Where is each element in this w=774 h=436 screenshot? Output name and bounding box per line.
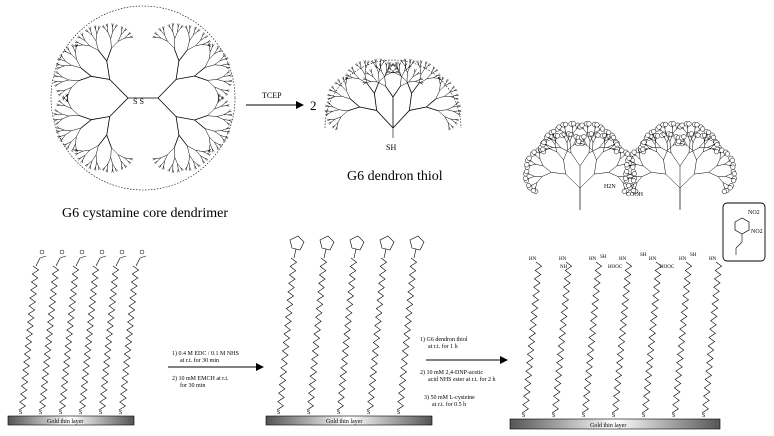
svg-text:S: S bbox=[672, 413, 675, 419]
gold-substrate-3: Gold thin layer bbox=[509, 418, 721, 430]
ss-bond-label: S S bbox=[133, 97, 144, 106]
stoichiometry-label: 2 bbox=[310, 98, 317, 113]
svg-text:S: S bbox=[612, 413, 615, 419]
svg-text:S: S bbox=[367, 410, 370, 416]
tcep-label: TCEP bbox=[262, 91, 282, 100]
svg-text:S: S bbox=[582, 413, 585, 419]
svg-text:NH: NH bbox=[560, 265, 568, 270]
dendron-branches bbox=[324, 58, 462, 131]
no2-label-b: NO2 bbox=[751, 229, 763, 235]
svg-text:SH: SH bbox=[600, 255, 607, 260]
dnp-inset: NO2 NO2 bbox=[722, 202, 766, 262]
gold-label-2: Gold thin layer bbox=[326, 419, 362, 425]
svg-text:S: S bbox=[307, 410, 310, 416]
sam-panel-cooh: S S S S S S Gold thin layer bbox=[7, 249, 147, 426]
svg-text:S: S bbox=[702, 413, 705, 419]
step1-arrow: 1) 0.4 M EDC / 0.1 M NHS at r.t. for 30 … bbox=[168, 350, 264, 389]
svg-text:SH: SH bbox=[640, 253, 647, 258]
step2-line3: 2) 10 mM 2,4-DNP-acetic bbox=[420, 369, 483, 376]
step1-line1: 1) 0.4 M EDC / 0.1 M NHS bbox=[172, 350, 239, 357]
step2-line4: acid NHS ester at r.t. for 2 h bbox=[428, 376, 495, 383]
tcep-arrow: TCEP bbox=[246, 91, 304, 109]
g6-dendron-thiol: SH bbox=[324, 58, 462, 152]
svg-text:S: S bbox=[119, 410, 122, 416]
no2-label-a: NO2 bbox=[748, 210, 760, 216]
svg-text:S: S bbox=[19, 410, 22, 416]
svg-text:HN: HN bbox=[709, 257, 717, 262]
bead-dendron bbox=[522, 121, 638, 210]
dendrimer-branches bbox=[53, 23, 233, 173]
svg-text:S: S bbox=[397, 410, 400, 416]
step1-line4: for 30 min bbox=[180, 382, 205, 389]
svg-text:HOOC: HOOC bbox=[660, 265, 675, 270]
svg-text:S: S bbox=[642, 413, 645, 419]
svg-text:S: S bbox=[79, 410, 82, 416]
dendron-sh-label: SH bbox=[386, 143, 396, 152]
step1-line3: 2) 10 mM EMCH at r.t. bbox=[172, 375, 229, 382]
svg-text:HN: HN bbox=[649, 257, 657, 262]
svg-text:HN: HN bbox=[559, 257, 567, 262]
dendron-thiol-label: G6 dendron thiol bbox=[347, 169, 443, 184]
sam-panel-maleimide: S S S S S Gold thin layer bbox=[265, 235, 433, 426]
svg-text:S: S bbox=[39, 410, 42, 416]
svg-text:HN: HN bbox=[529, 257, 537, 262]
gold-label-3: Gold thin layer bbox=[590, 423, 626, 429]
step2-arrow: 1) G6 dendron thiol at r.t. for 1 h 2) 1… bbox=[420, 336, 508, 408]
gold-label-1: Gold thin layer bbox=[47, 419, 83, 425]
svg-text:S: S bbox=[277, 410, 280, 416]
svg-text:HOOC: HOOC bbox=[608, 265, 623, 270]
cystamine-core-dendrimer: S S bbox=[50, 5, 236, 191]
svg-text:S: S bbox=[59, 410, 62, 416]
step2-line2: at r.t. for 1 h bbox=[428, 343, 458, 350]
svg-text:HN: HN bbox=[619, 257, 627, 262]
step2-line1: 1) G6 dendron thiol bbox=[420, 336, 468, 343]
svg-text:HN: HN bbox=[679, 257, 687, 262]
gold-substrate-1: Gold thin layer bbox=[7, 415, 135, 426]
svg-text:S: S bbox=[522, 413, 525, 419]
gold-substrate-2: Gold thin layer bbox=[265, 415, 433, 426]
svg-text:SH: SH bbox=[690, 253, 697, 258]
svg-text:HN: HN bbox=[589, 257, 597, 262]
step2-line5: 3) 50 mM L-cysteine bbox=[424, 394, 475, 401]
step2-line6: at r.t. for 0.5 h bbox=[432, 401, 466, 408]
svg-text:S: S bbox=[337, 410, 340, 416]
svg-text:S: S bbox=[552, 413, 555, 419]
h2n-label: H2N bbox=[604, 184, 616, 190]
cooh-label: COOH bbox=[626, 192, 644, 198]
step1-line2: at r.t. for 30 min bbox=[180, 357, 219, 364]
svg-text:S: S bbox=[99, 410, 102, 416]
bead-dendron bbox=[622, 121, 738, 210]
cystamine-dendrimer-label: G6 cystamine core dendrimer bbox=[62, 206, 228, 221]
